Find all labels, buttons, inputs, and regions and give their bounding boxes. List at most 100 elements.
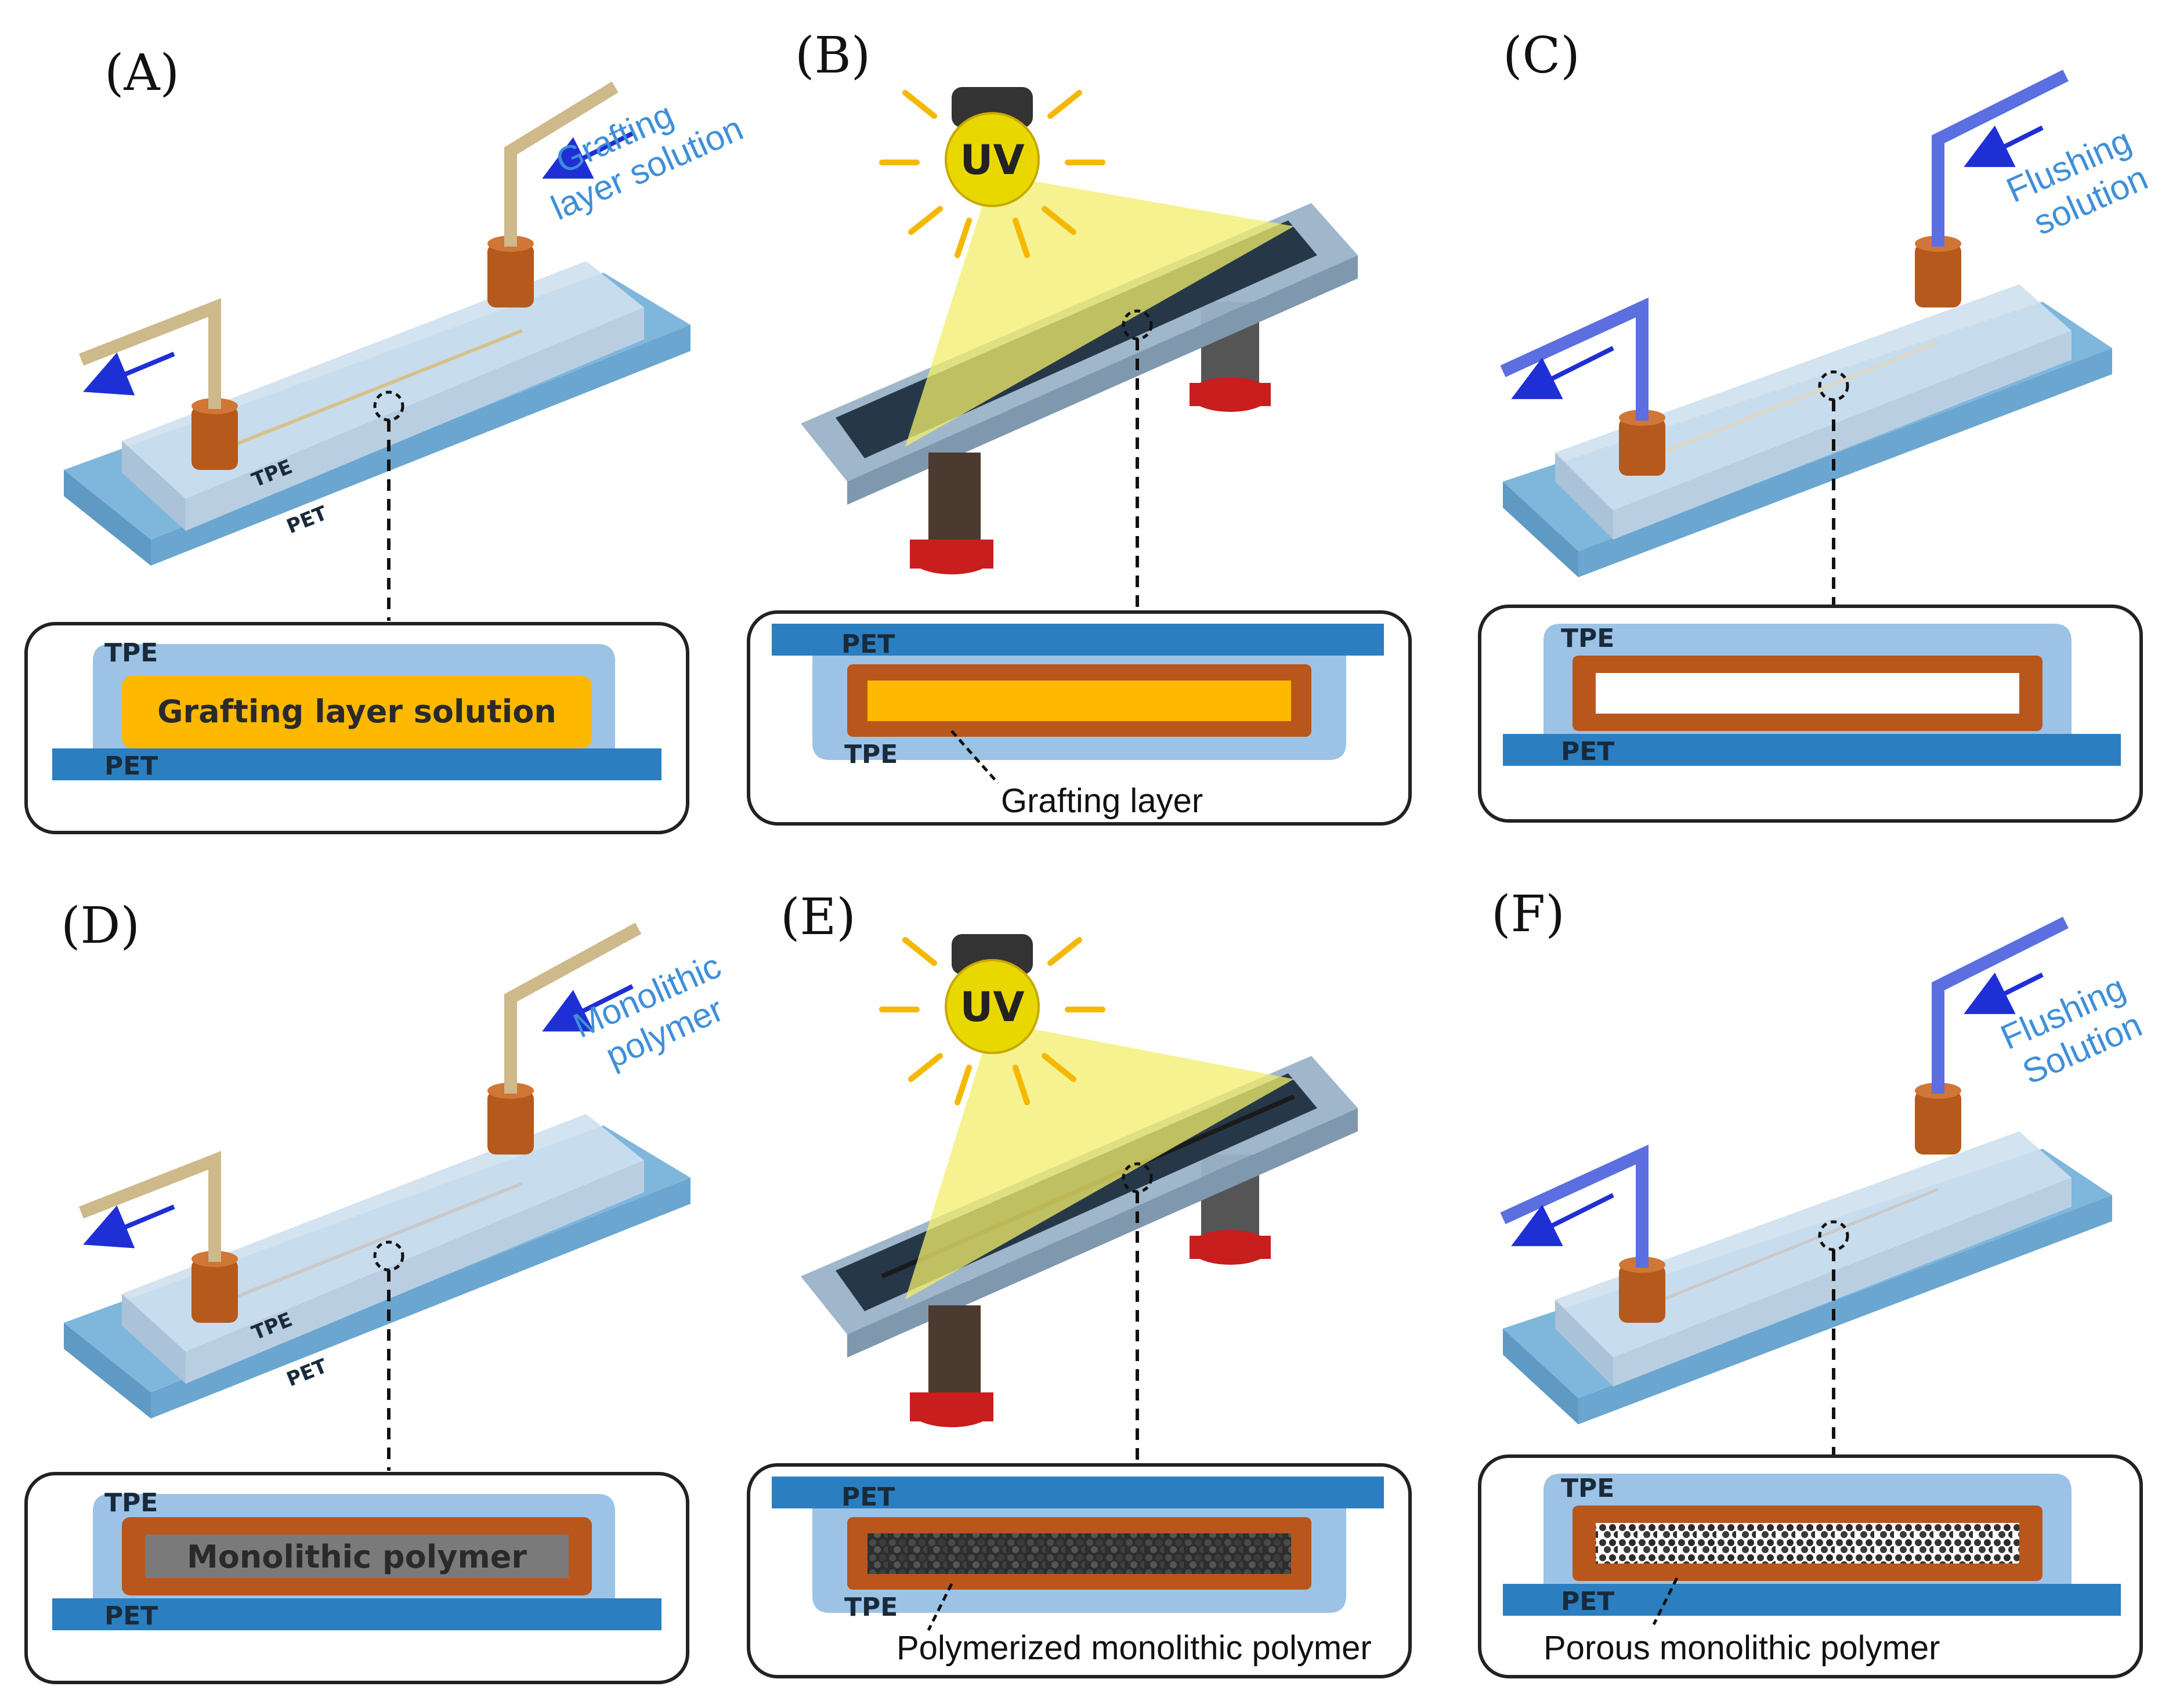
panel-a: (A) TPE PET Grafting layer solution	[24, 44, 749, 834]
detail-label-bottom: PET	[1561, 1587, 1614, 1616]
outlet-tube	[1500, 297, 1649, 421]
inlet-tube	[1932, 70, 2069, 247]
panel-b: (B) UV	[747, 27, 1412, 826]
detail-label-bottom: PET	[104, 751, 158, 781]
detail-label-bottom: PET	[1561, 737, 1614, 766]
panel-letter-a: (A)	[104, 44, 179, 102]
uv-lamp	[945, 959, 1040, 1054]
outlet-port	[1619, 418, 1665, 476]
inlet-tube	[504, 81, 619, 247]
detail-e: PET TPE Polymerized monolithic polymer	[747, 1463, 1412, 1678]
detail-fill-label: Grafting layer solution	[157, 693, 556, 730]
detail-label-bottom: TPE	[844, 740, 898, 769]
chip-top	[122, 1114, 644, 1352]
outflow-arrow	[1511, 346, 1614, 399]
chip-d: TPE PET	[64, 922, 691, 1471]
chip-b: UV	[801, 87, 1358, 609]
outlet-port	[1619, 1265, 1665, 1323]
panel-e: (E) UV	[747, 888, 1412, 1678]
panel-letter-f: (F)	[1491, 885, 1565, 943]
inlet-port	[487, 1091, 534, 1155]
polymerized-monolith-fill	[867, 1533, 1291, 1574]
outflow-arrow	[83, 352, 175, 396]
pet-layer	[52, 1598, 661, 1630]
uv-rays	[879, 937, 1105, 1105]
pet-layer	[772, 624, 1384, 656]
uv-light-cone	[905, 174, 1294, 447]
outflow-arrow	[83, 1204, 175, 1249]
detail-label-top: PET	[841, 629, 895, 659]
uv-label: UV	[960, 983, 1024, 1031]
pet-layer	[1503, 734, 2121, 766]
detail-f: TPE PET Porous monolithic polymer	[1478, 1454, 2143, 1678]
panel-c: (C) Flushing solution	[1478, 27, 2153, 823]
inlet-tube	[504, 922, 642, 1094]
detail-b: PET TPE Grafting layer	[747, 610, 1412, 826]
panel-letter-d: (D)	[61, 897, 140, 955]
grafting-solution-fill	[122, 676, 592, 748]
chip-top	[1555, 284, 2072, 511]
uv-light-cone	[905, 1021, 1294, 1300]
detail-label-top: TPE	[104, 1488, 158, 1518]
microchannel	[214, 1182, 523, 1307]
panel-letter-e: (E)	[780, 888, 856, 946]
detail-caption: Porous monolithic polymer	[1543, 1629, 1940, 1667]
flow-label-f: Flushing Solution	[1995, 964, 2156, 1094]
inflow-arrow	[1964, 972, 2044, 1014]
detail-label-bottom: TPE	[844, 1593, 898, 1622]
flow-label-a: Grafting layer solution	[529, 71, 749, 227]
inlet-tube	[1932, 917, 2069, 1094]
chip-top	[122, 261, 644, 499]
empty-channel	[1596, 673, 2019, 714]
detail-c: TPE PET	[1478, 605, 2143, 823]
microchannel	[1647, 1188, 1939, 1307]
chip-top	[1555, 1131, 2072, 1358]
chip-f	[1500, 917, 2112, 1456]
inlet-port	[1915, 1091, 1961, 1155]
detail-a: TPE PET Grafting layer solution	[24, 622, 689, 834]
detail-fill-label: Monolithic polymer	[187, 1539, 527, 1575]
chip-a: TPE PET	[64, 81, 691, 621]
detail-label-top: TPE	[104, 638, 158, 668]
uv-label: UV	[960, 136, 1024, 184]
detail-label-bottom: PET	[104, 1601, 158, 1631]
inlet-port	[487, 244, 534, 307]
outlet-tube	[1500, 1144, 1649, 1268]
pet-layer	[1503, 1584, 2121, 1616]
caption-pointer	[950, 730, 999, 784]
microchannel	[1647, 341, 1939, 460]
outflow-arrow	[1511, 1193, 1614, 1246]
detail-label-top: PET	[841, 1482, 895, 1512]
inflow-arrow	[542, 131, 634, 179]
uv-lamp	[945, 112, 1040, 207]
outlet-tube	[78, 1150, 221, 1262]
detail-label-top: TPE	[1561, 624, 1614, 653]
detail-label-top: TPE	[1561, 1474, 1614, 1503]
detail-d: TPE PET Monolithic polymer	[24, 1472, 689, 1684]
panel-d: (D) TPE PET Monolithic polymer	[24, 897, 752, 1684]
flow-label-d: Monolithic polymer	[567, 942, 752, 1083]
outlet-tube	[78, 298, 221, 409]
pet-layer	[772, 1477, 1384, 1508]
panel-letter-b: (B)	[795, 27, 870, 85]
microchannel	[214, 329, 523, 454]
caption-pointer	[927, 1583, 953, 1631]
detail-caption: Grafting layer	[1001, 782, 1203, 820]
inflow-arrow	[542, 984, 634, 1032]
porous-monolith-fill	[1596, 1523, 2019, 1564]
inflow-arrow	[1964, 125, 2044, 167]
detail-caption: Polymerized monolithic polymer	[896, 1629, 1372, 1667]
chip-e: UV	[801, 934, 1358, 1462]
grafting-solution-fill	[867, 681, 1291, 721]
caption-pointer	[1652, 1577, 1679, 1626]
pet-layer	[52, 748, 661, 780]
uv-rays	[879, 90, 1105, 258]
panel-letter-c: (C)	[1503, 27, 1580, 85]
chip-c	[1500, 70, 2112, 606]
outlet-port	[191, 406, 238, 470]
panel-f: (F) Flushing Solution	[1478, 885, 2156, 1678]
monolith-fill	[145, 1535, 569, 1578]
outlet-port	[191, 1259, 238, 1323]
inlet-port	[1915, 244, 1961, 307]
